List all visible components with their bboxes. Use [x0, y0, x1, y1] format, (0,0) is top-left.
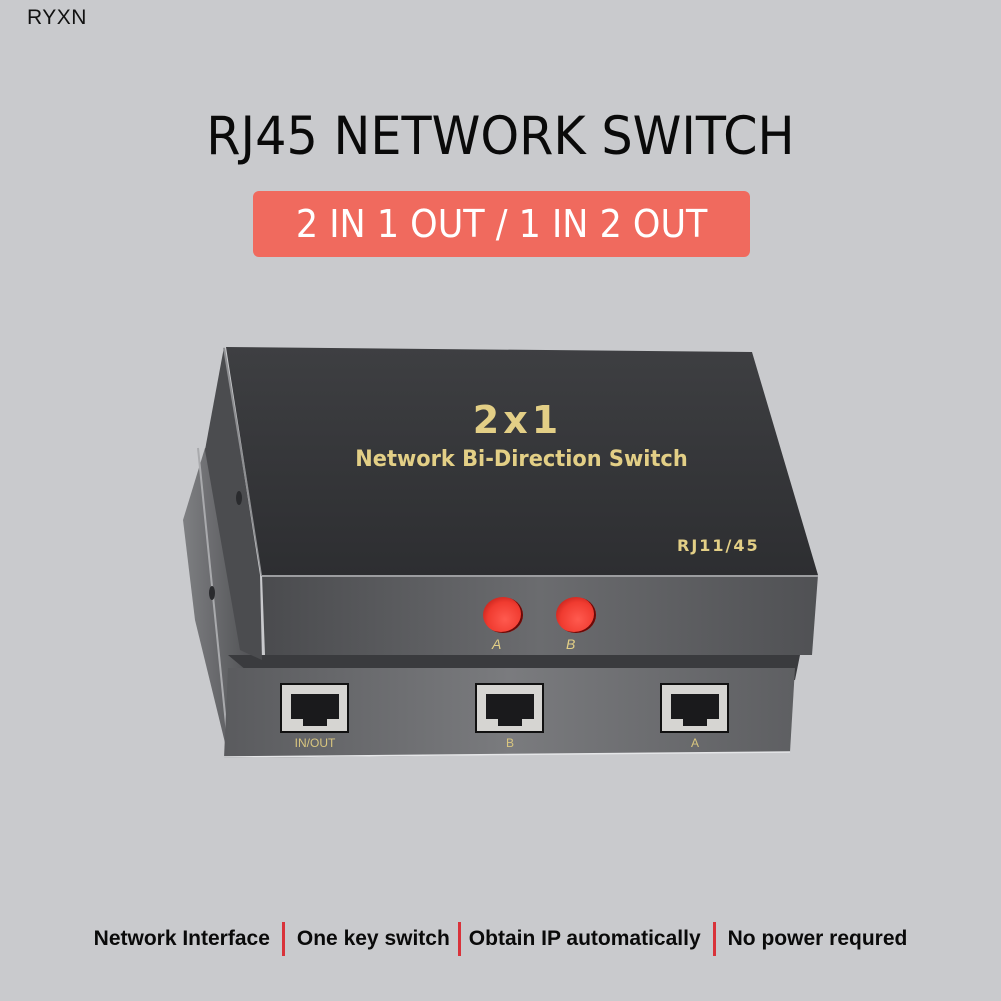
- switch-button-a[interactable]: [483, 597, 523, 633]
- feature-obtain-ip: Obtain IP automatically: [468, 927, 701, 950]
- mode-banner: 2 IN 1 OUT / 1 IN 2 OUT: [253, 191, 750, 257]
- feature-separator: [281, 922, 285, 956]
- feature-list: Network Interface One key switch Obtain …: [0, 922, 1001, 956]
- port-in-out-label: IN/OUT: [294, 736, 336, 750]
- feature-separator: [712, 922, 716, 956]
- device-name-print: Network Bi-Direction Switch: [355, 447, 688, 472]
- port-in-out: [280, 683, 349, 733]
- feature-one-key-switch: One key switch: [296, 927, 450, 950]
- switch-button-b-label: B: [566, 636, 576, 652]
- feature-no-power: No power requred: [727, 927, 908, 950]
- model-print: 2x1: [472, 398, 563, 442]
- port-b-label: B: [505, 736, 514, 750]
- feature-separator: [457, 922, 461, 956]
- connector-print: RJ11/45: [677, 536, 760, 555]
- port-b: [475, 683, 544, 733]
- page-title: RJ45 NETWORK SWITCH: [206, 106, 795, 167]
- port-a-label: A: [690, 736, 699, 750]
- switch-button-a-label: A: [492, 636, 502, 652]
- brand-logo: RYXN: [27, 6, 87, 29]
- port-a: [660, 683, 729, 733]
- feature-network-interface: Network Interface: [93, 927, 270, 950]
- mode-banner-text: 2 IN 1 OUT / 1 IN 2 OUT: [295, 202, 708, 246]
- switch-button-b[interactable]: [556, 597, 596, 633]
